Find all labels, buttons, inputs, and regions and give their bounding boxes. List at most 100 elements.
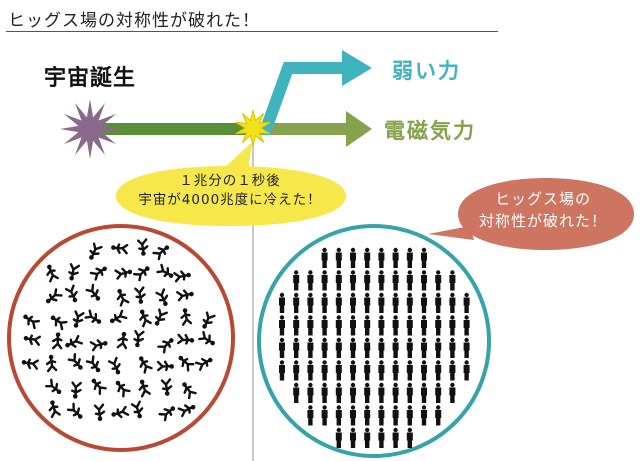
running-person-icon xyxy=(51,332,63,350)
standing-person-icon xyxy=(392,247,399,268)
running-person-icon xyxy=(202,311,216,329)
running-person-icon xyxy=(45,378,62,395)
standing-person-icon xyxy=(392,315,399,336)
standing-person-icon xyxy=(279,360,285,381)
standing-person-icon xyxy=(307,270,314,291)
standing-person-icon xyxy=(293,270,300,291)
standing-person-icon xyxy=(307,337,314,358)
running-person-icon xyxy=(91,378,107,396)
standing-person-icon xyxy=(335,337,342,358)
standing-person-icon xyxy=(435,360,442,381)
running-person-icon xyxy=(138,356,153,374)
standing-person-icon xyxy=(335,427,342,448)
standing-person-icon xyxy=(435,270,442,291)
standing-person-icon xyxy=(463,315,470,336)
standing-person-icon xyxy=(463,292,470,313)
standing-person-icon xyxy=(335,270,342,291)
ordered-people-group xyxy=(279,247,470,448)
standing-person-icon xyxy=(406,382,413,403)
standing-person-icon xyxy=(335,292,342,313)
standing-person-icon xyxy=(350,292,356,313)
symmetry-broken-note-line2: 対称性が破れた！ xyxy=(478,212,607,230)
standing-person-icon xyxy=(293,337,300,358)
running-person-icon xyxy=(70,381,82,399)
standing-person-icon xyxy=(307,405,314,426)
electromagnetic-arrow-head xyxy=(346,111,372,147)
weak-force-label: 弱い力 xyxy=(392,59,461,83)
running-person-icon xyxy=(115,380,131,398)
running-person-icon xyxy=(89,339,108,352)
standing-person-icon xyxy=(378,270,385,291)
standing-person-icon xyxy=(350,405,356,426)
running-person-icon xyxy=(89,266,107,281)
running-person-icon xyxy=(65,334,83,348)
standing-person-icon xyxy=(392,427,399,448)
standing-person-icon xyxy=(364,382,371,403)
running-person-icon xyxy=(177,333,195,345)
standing-person-icon xyxy=(364,270,371,291)
running-person-icon xyxy=(89,242,103,260)
standing-person-icon xyxy=(350,360,356,381)
running-person-icon xyxy=(66,402,83,419)
standing-person-icon xyxy=(293,382,300,403)
standing-person-icon xyxy=(364,315,371,336)
standing-person-icon xyxy=(321,247,328,268)
running-person-icon xyxy=(45,354,58,373)
electromagnetic-force-label: 電磁気力 xyxy=(384,119,476,143)
weak-force-arrow-shaft xyxy=(252,62,344,135)
standing-person-icon xyxy=(378,427,385,448)
standing-person-icon xyxy=(406,292,413,313)
standing-person-icon xyxy=(364,360,371,381)
running-person-icon xyxy=(157,338,174,354)
running-person-icon xyxy=(84,309,102,324)
standing-person-icon xyxy=(392,337,399,358)
standing-person-icon xyxy=(279,337,285,358)
cooling-note-bubble-tail xyxy=(222,142,252,172)
standing-person-icon xyxy=(449,315,456,336)
standing-person-icon xyxy=(421,247,427,268)
running-person-icon xyxy=(107,356,121,375)
standing-person-icon xyxy=(435,315,442,336)
symmetry-broken-note-line1: ヒッグス場の xyxy=(494,190,591,208)
running-person-icon xyxy=(136,238,149,256)
running-person-icon xyxy=(176,289,194,302)
electromagnetic-arrow-shaft xyxy=(250,123,348,135)
running-person-icon xyxy=(155,288,169,307)
title-underline xyxy=(6,31,498,32)
standing-person-icon xyxy=(449,382,456,403)
running-person-icon xyxy=(85,283,101,301)
cooling-note-bubble xyxy=(116,166,346,226)
big-bang-label: 宇宙誕生 xyxy=(44,66,137,91)
standing-person-icon xyxy=(421,382,427,403)
standing-person-icon xyxy=(293,360,300,381)
running-person-icon xyxy=(109,309,128,324)
standing-person-icon xyxy=(378,337,385,358)
standing-person-icon xyxy=(406,427,413,448)
running-person-icon xyxy=(72,310,85,328)
standing-person-icon xyxy=(364,405,371,426)
standing-person-icon xyxy=(321,292,328,313)
standing-person-icon xyxy=(307,382,314,403)
standing-person-icon xyxy=(378,405,385,426)
standing-person-icon xyxy=(335,315,342,336)
running-person-icon xyxy=(160,378,173,396)
standing-person-icon xyxy=(307,360,314,381)
running-person-icon xyxy=(50,315,68,331)
standing-person-icon xyxy=(378,247,385,268)
standing-person-icon xyxy=(350,270,356,291)
standing-person-icon xyxy=(350,247,356,268)
running-person-icon xyxy=(46,264,59,283)
running-person-icon xyxy=(114,267,133,280)
standing-person-icon xyxy=(321,315,328,336)
standing-person-icon xyxy=(449,337,456,358)
standing-person-icon xyxy=(378,382,385,403)
standing-person-icon xyxy=(449,292,456,313)
running-person-icon xyxy=(133,329,145,348)
standing-person-icon xyxy=(335,382,342,403)
cooling-note-line1: １兆分の１秒後 xyxy=(179,173,281,189)
running-person-icon xyxy=(156,360,174,372)
standing-person-icon xyxy=(378,360,385,381)
broken-symmetry-circle xyxy=(257,224,491,458)
running-person-icon xyxy=(116,331,128,350)
